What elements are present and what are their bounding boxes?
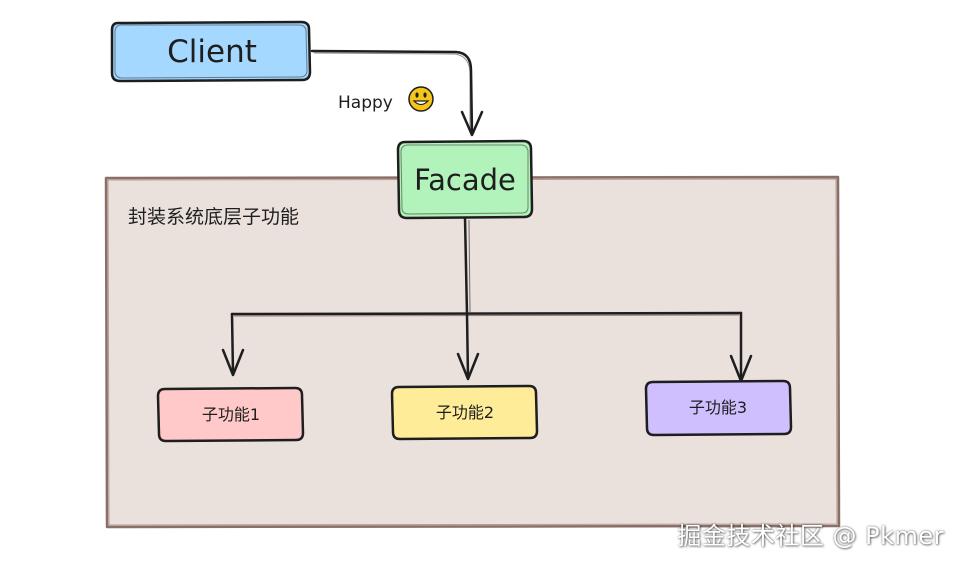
arrow-to-subsystem-1 (221, 312, 245, 377)
subsystem-node-1[interactable]: 子功能1 (156, 386, 305, 443)
watermark-text: 掘金技术社区 @ Pkmer (677, 522, 944, 550)
facade-label: Facade (414, 163, 516, 197)
smiley-face-icon (408, 86, 434, 112)
subsystem-node-2[interactable]: 子功能2 (390, 384, 539, 441)
client-node[interactable]: Client (110, 20, 312, 83)
subsystem-label-1: 子功能1 (202, 405, 260, 424)
subsystem-label-2: 子功能2 (436, 403, 494, 422)
subsystem-label-3: 子功能3 (689, 398, 747, 417)
facade-node[interactable]: Facade (396, 139, 534, 220)
subsystem-container: 封装系统底层子功能 (104, 175, 841, 529)
subsystem-node-3[interactable]: 子功能3 (644, 379, 793, 437)
arrow-to-subsystem-2 (456, 312, 480, 381)
container-title: 封装系统底层子功能 (128, 206, 299, 228)
client-label: Client (167, 34, 257, 70)
connector-tree (230, 216, 743, 317)
edge-label-happy: Happy (338, 93, 393, 113)
arrow-client-to-facade (310, 49, 484, 137)
